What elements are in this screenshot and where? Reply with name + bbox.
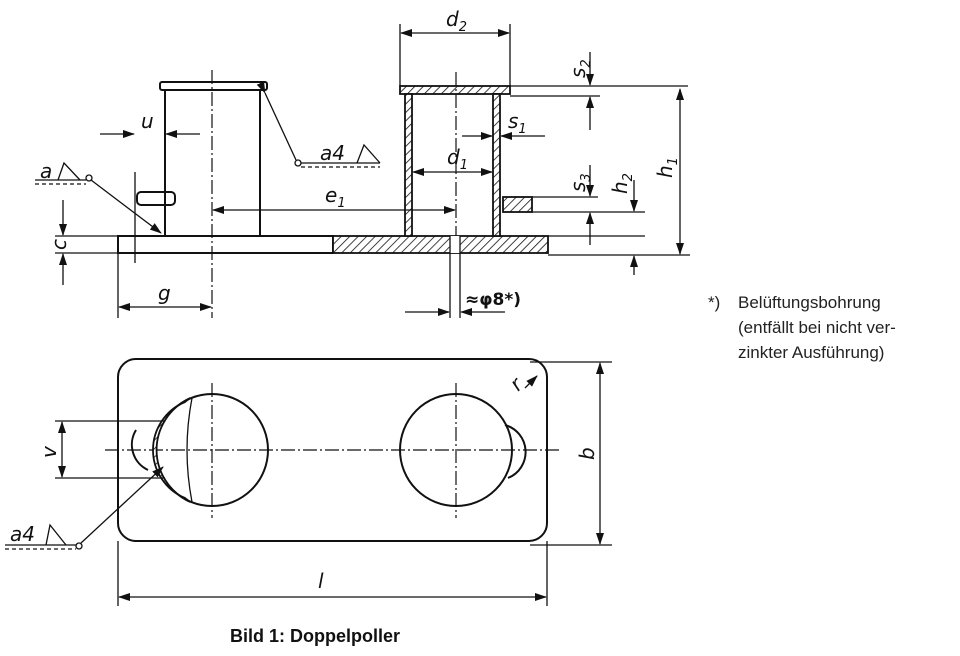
dim-h2-label: h2 bbox=[608, 173, 636, 194]
dim-g-label: g bbox=[158, 281, 171, 305]
footnote-line: Belüftungsbohrung bbox=[738, 293, 881, 312]
footnote-marker: *) bbox=[708, 293, 721, 312]
weld-symbol-left: a bbox=[35, 159, 162, 234]
left-bollard bbox=[136, 70, 268, 318]
dim-r-label: r bbox=[505, 371, 529, 395]
dim-c-label: c bbox=[47, 239, 71, 250]
top-view: v b r l a4 bbox=[5, 358, 612, 606]
dim-d1-label: d1 bbox=[447, 145, 468, 173]
vent-hole-label: ≈φ8*) bbox=[465, 290, 521, 310]
dim-b-label: b bbox=[575, 447, 599, 460]
side-view: d2 s2 h1 s1 d1 s3 h2 e1 u bbox=[35, 7, 690, 318]
weld-symbol-top: a4 bbox=[256, 81, 381, 168]
dim-v-label: v bbox=[37, 445, 61, 458]
svg-text:a4: a4 bbox=[320, 141, 345, 165]
weld-symbol-bottom: a4 bbox=[5, 466, 164, 550]
footnote-line: (entfällt bei nicht ver- bbox=[738, 318, 896, 337]
figure-caption: Bild 1: Doppelpoller bbox=[229, 626, 400, 646]
footnote: Belüftungsbohrung (entfällt bei nicht ve… bbox=[738, 290, 896, 365]
dim-l-label: l bbox=[318, 569, 324, 593]
dim-s3-label: s3 bbox=[566, 173, 594, 192]
dim-s1-label: s1 bbox=[508, 109, 527, 137]
svg-text:a4: a4 bbox=[10, 522, 35, 546]
svg-text:a: a bbox=[40, 159, 52, 183]
dim-d2-label: d2 bbox=[446, 7, 467, 35]
dim-s2-label: s2 bbox=[566, 59, 594, 78]
dim-h1-label: h1 bbox=[653, 157, 681, 178]
base-plate bbox=[117, 235, 334, 254]
dim-u-label: u bbox=[141, 109, 154, 133]
footnote-line: zinkter Ausführung) bbox=[738, 343, 885, 362]
right-bollard-section bbox=[399, 72, 533, 318]
base-plate-section bbox=[332, 235, 549, 254]
lug-section bbox=[502, 196, 533, 213]
dim-e1-label: e1 bbox=[325, 183, 346, 211]
lug bbox=[136, 191, 176, 206]
